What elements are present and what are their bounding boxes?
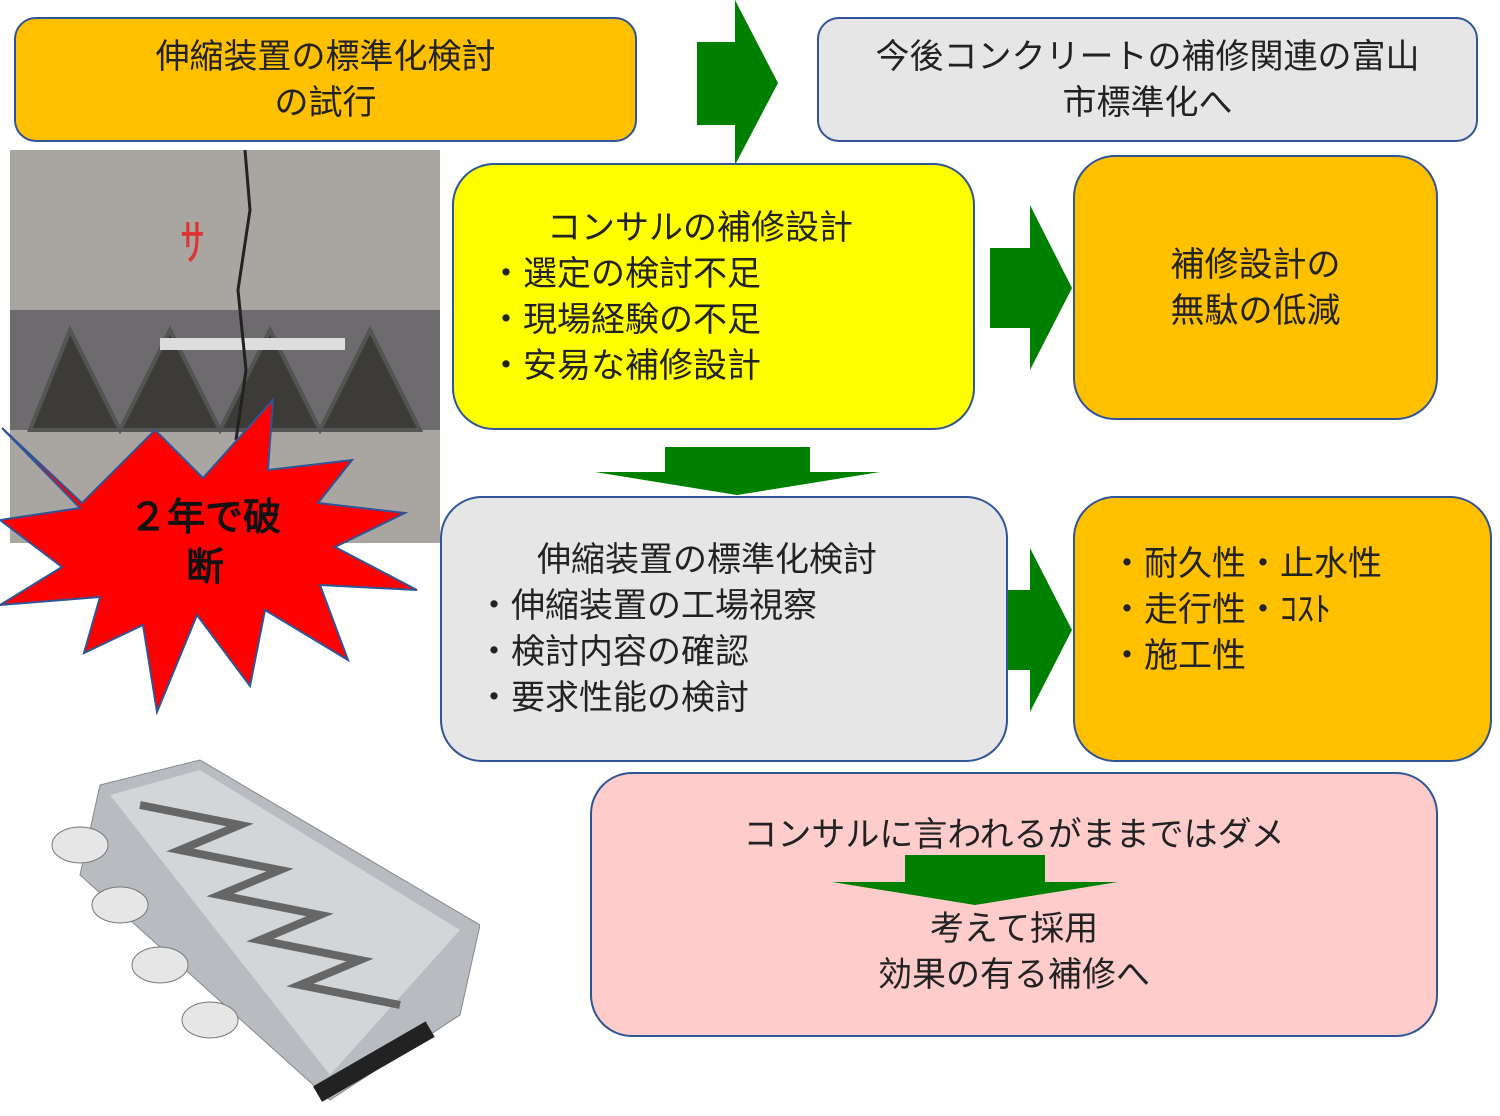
text-line: 補修設計の bbox=[1170, 244, 1341, 285]
arrow-down-icon bbox=[832, 855, 1118, 905]
text-line: の試行 bbox=[274, 82, 377, 123]
conclusion-top: コンサルに言われるがままではダメ bbox=[743, 815, 1285, 855]
burst-line: 断 bbox=[185, 545, 224, 589]
conclusion-line: 考えて採用 bbox=[929, 909, 1099, 949]
list-item: ・走行性・ｺｽﾄ bbox=[1110, 590, 1331, 630]
list-item: ・伸縮装置の工場視察 bbox=[477, 586, 817, 626]
list-item: ・耐久性・止水性 bbox=[1110, 544, 1382, 584]
box-title: コンサルの補修設計 bbox=[547, 207, 853, 248]
burst-label: ２年で破 断 bbox=[95, 492, 315, 592]
list-item: ・施工性 bbox=[1110, 636, 1246, 676]
text-line: 無駄の低減 bbox=[1170, 290, 1341, 331]
text-line: 伸縮装置の標準化検討 bbox=[155, 36, 496, 77]
list-item: ・要求性能の検討 bbox=[477, 678, 749, 718]
list-item: ・選定の検討不足 bbox=[489, 253, 761, 294]
arrow-down-icon bbox=[595, 447, 880, 495]
future-box: 今後コンクリートの補修関連の富山 市標準化へ bbox=[817, 17, 1478, 142]
expansion-joint-product-image bbox=[51, 759, 480, 1102]
trial-box: 伸縮装置の標準化検討 の試行 bbox=[14, 17, 637, 142]
text-line: 今後コンクリートの補修関連の富山 bbox=[875, 36, 1420, 77]
burst-line: ２年で破 bbox=[128, 495, 281, 539]
text-line: 市標準化へ bbox=[1062, 82, 1233, 123]
box-title: 伸縮装置の標準化検討 bbox=[537, 540, 877, 580]
performance-box: ・耐久性・止水性 ・走行性・ｺｽﾄ ・施工性 bbox=[1073, 496, 1492, 762]
list-item: ・検討内容の確認 bbox=[477, 632, 749, 672]
standardization-box: 伸縮装置の標準化検討 ・伸縮装置の工場視察 ・検討内容の確認 ・要求性能の検討 bbox=[440, 496, 1008, 762]
reduce-box: 補修設計の 無駄の低減 bbox=[1073, 155, 1438, 420]
arrow-right-icon bbox=[697, 0, 778, 165]
svg-text:ｻ: ｻ bbox=[180, 214, 205, 272]
conclusion-line: 効果の有る補修へ bbox=[878, 955, 1150, 995]
list-item: ・安易な補修設計 bbox=[489, 345, 761, 386]
arrow-right-icon bbox=[990, 548, 1072, 712]
list-item: ・現場経験の不足 bbox=[489, 299, 761, 340]
consultant-box: コンサルの補修設計 ・選定の検討不足 ・現場経験の不足 ・安易な補修設計 bbox=[452, 163, 975, 430]
conclusion-box: コンサルに言われるがままではダメ 考えて採用 効果の有る補修へ bbox=[590, 772, 1438, 1037]
arrow-right-icon bbox=[990, 205, 1072, 370]
